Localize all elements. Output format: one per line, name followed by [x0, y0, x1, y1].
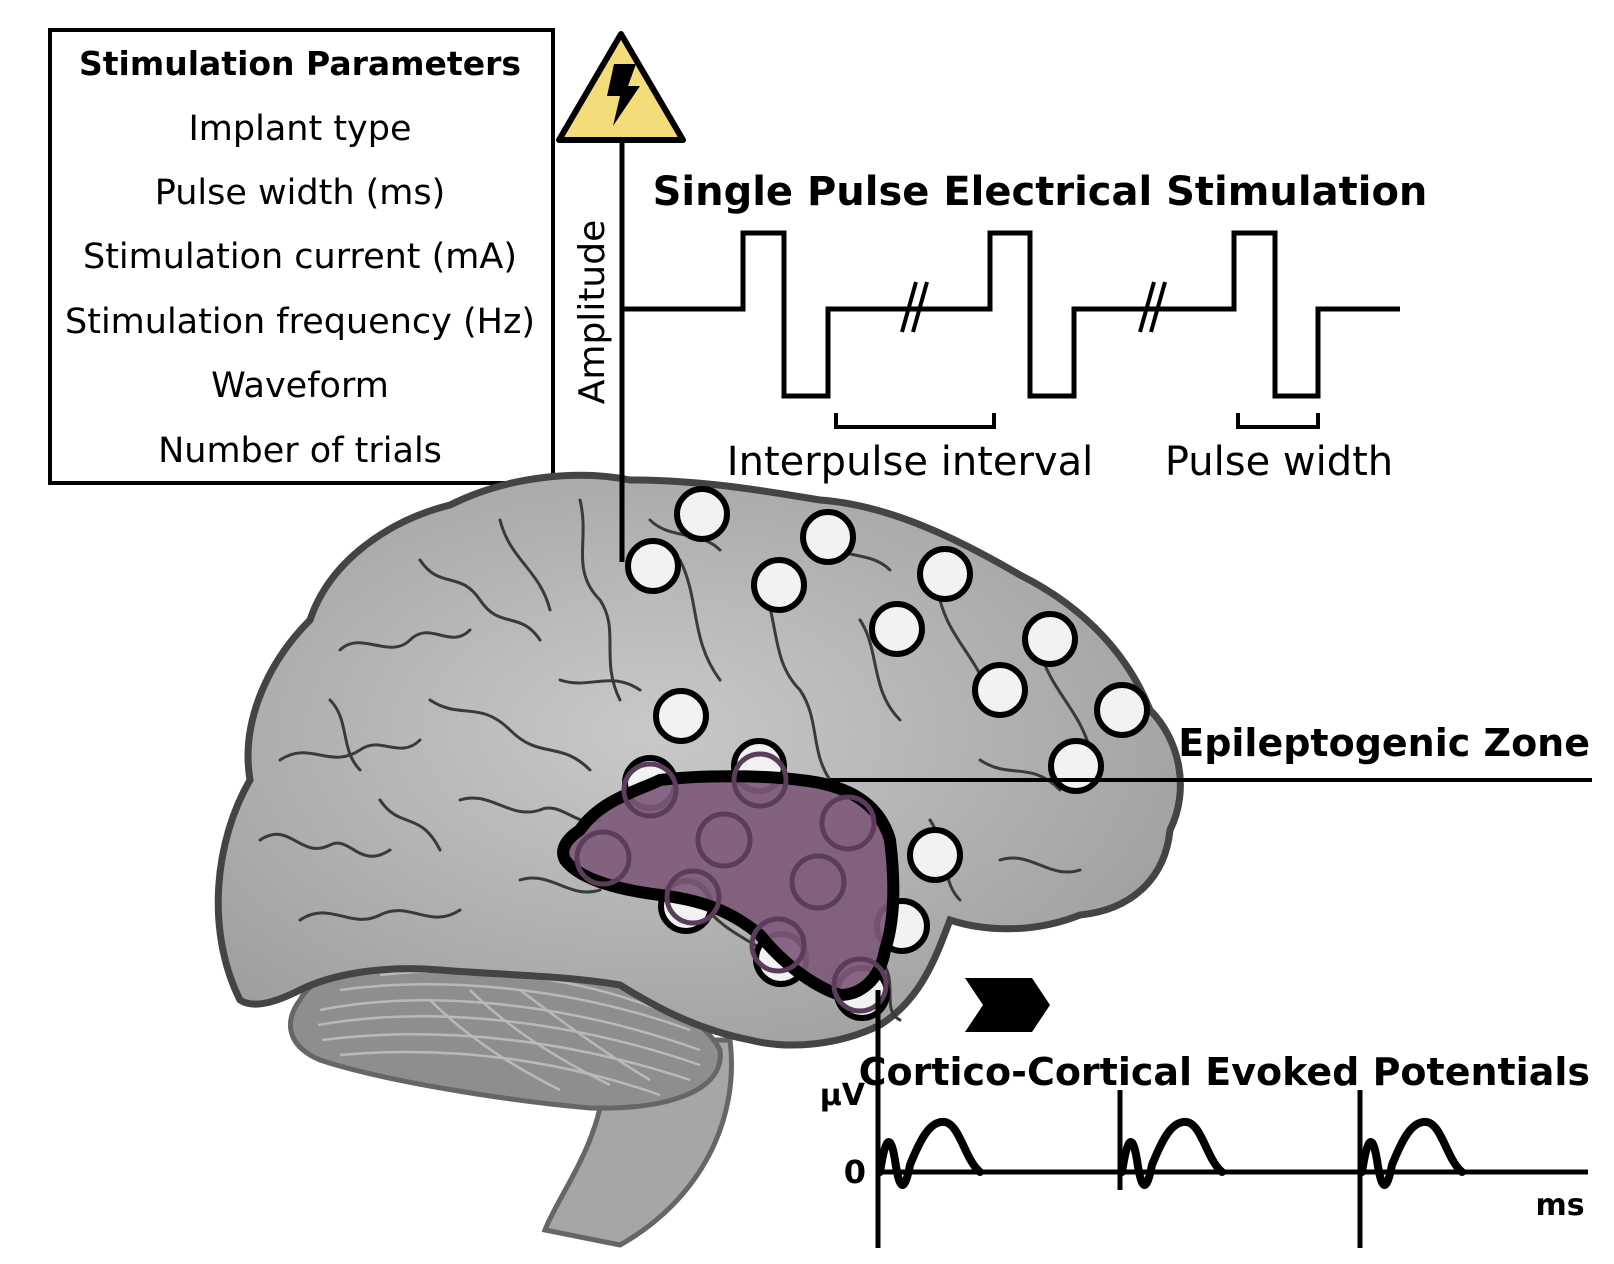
cerebellum [287, 955, 723, 1111]
electrode [653, 688, 709, 744]
brain-cerebrum [214, 471, 1184, 1049]
electrode [674, 486, 730, 542]
parameters-frame [48, 28, 555, 485]
biphasic-pulse-train [622, 230, 1400, 399]
electrode-in-zone [731, 751, 789, 809]
epileptogenic-zone [557, 751, 900, 1014]
evoked-potential-trace [876, 1117, 984, 1189]
electrode-in-zone [819, 794, 877, 852]
gyri-lines [258, 498, 1092, 1022]
electrode-in-zone [789, 853, 847, 911]
electrode [907, 827, 963, 883]
epileptogenic-zone-label: Epileptogenic Zone [1178, 721, 1590, 765]
electrode [1094, 682, 1150, 738]
ccep-zero-label: 0 [844, 1153, 866, 1191]
spes-title: Single Pulse Electrical Stimulation [653, 169, 1428, 215]
parameter-item: Number of trials [158, 431, 442, 471]
electrode [751, 557, 807, 613]
interpulse-interval-label: Interpulse interval [727, 439, 1093, 485]
parameter-item: Pulse width (ms) [155, 173, 446, 213]
evoked-potential-trace [1358, 1117, 1466, 1189]
electrode [1048, 738, 1104, 794]
parameter-item: Stimulation current (mA) [83, 237, 517, 277]
electrode-in-zone [695, 811, 753, 869]
electrode [972, 662, 1028, 718]
electrode-in-zone [749, 916, 807, 974]
ccep-title: Cortico-Cortical Evoked Potentials [859, 1050, 1590, 1094]
stimulation-parameters-box: Stimulation Parameters Implant type Puls… [48, 28, 555, 485]
electrode [917, 546, 973, 602]
pulse-width-label: Pulse width [1165, 439, 1393, 485]
electrode [625, 538, 681, 594]
parameter-item: Implant type [188, 109, 411, 149]
chevron-right-icon [965, 978, 1050, 1032]
electrode-in-zone [831, 956, 889, 1014]
amplitude-label: Amplitude [572, 220, 613, 404]
time-break-marks [900, 281, 1167, 333]
electrode-in-zone [574, 829, 632, 887]
ccep-x-unit: ms [1535, 1188, 1584, 1223]
electrode-in-zone [621, 761, 679, 819]
pulse-width-bracket [1236, 413, 1320, 429]
electrode [1022, 611, 1078, 667]
evoked-potential-trace [1118, 1117, 1226, 1189]
evoked-potentials [876, 1117, 1466, 1189]
ccep-y-unit: μV [820, 1078, 866, 1113]
high-voltage-warning-icon [556, 31, 686, 143]
parameters-title: Stimulation Parameters [79, 44, 521, 83]
stimulus-markers [1117, 1090, 1363, 1248]
electrode [869, 601, 925, 657]
electrode-in-zone [664, 868, 722, 926]
parameter-item: Waveform [211, 366, 389, 406]
electrode [800, 509, 856, 565]
parameter-item: Stimulation frequency (Hz) [65, 302, 535, 342]
interpulse-bracket [834, 413, 996, 429]
